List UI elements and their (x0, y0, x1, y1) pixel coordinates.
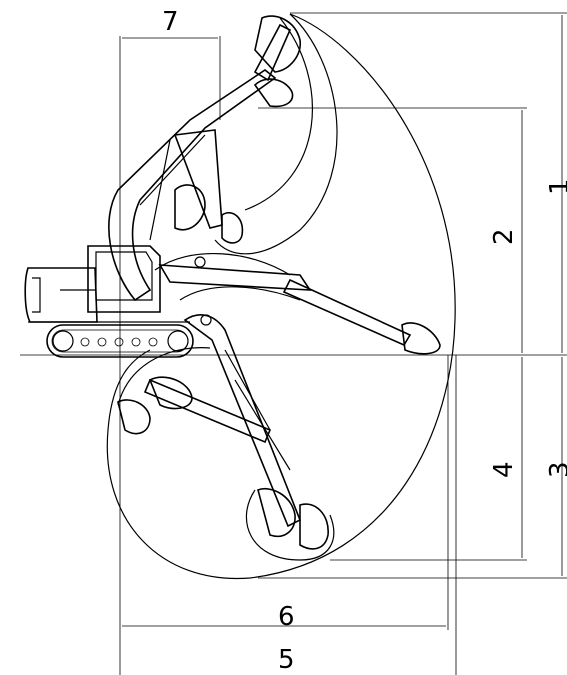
sprocket-wheel (167, 330, 189, 352)
bucket-lowered (257, 488, 296, 537)
track-rollers (80, 337, 158, 347)
boom-swing-arc-2 (179, 286, 301, 301)
cab-window (95, 251, 153, 301)
dim5-label: 5 (278, 645, 295, 675)
bucket-raised (254, 15, 301, 73)
arm-underground (143, 378, 272, 444)
working-range-envelope (106, 13, 456, 580)
dim6-label: 6 (278, 602, 295, 632)
dim7-label: 7 (162, 7, 179, 37)
boom-lowered-detail (224, 349, 291, 471)
boom-raised (108, 69, 277, 302)
lower-inner-envelope (117, 347, 211, 406)
dim4-label: 4 (489, 461, 519, 478)
excavator-base (24, 245, 194, 358)
arm-folded (173, 129, 223, 229)
reference-lines (20, 12, 567, 675)
bucket-horizontal (401, 322, 441, 355)
idler-wheel (52, 330, 74, 352)
arm-raised (253, 23, 292, 82)
bucket-underground (148, 376, 193, 410)
counterweight-detail (32, 277, 41, 313)
counterweight (24, 267, 98, 323)
bucket-underground-2 (117, 399, 151, 435)
cab (87, 245, 161, 313)
crawler-track (46, 324, 194, 358)
lower-inner-envelope-2 (245, 489, 335, 561)
dimension-labels: 7 6 5 2 4 1 3 (162, 7, 567, 675)
bucket-raised-2 (253, 78, 294, 108)
outer-reach-envelope (106, 13, 456, 580)
dimension-arrows (122, 15, 563, 627)
boom-raised-detail (139, 134, 206, 241)
bucket-lowered-2 (299, 503, 329, 550)
dim3-label: 3 (545, 461, 567, 478)
upper-inner-envelope-2 (244, 17, 313, 211)
bucket-folded-2 (221, 211, 244, 244)
dim1-label: 1 (545, 178, 567, 195)
boom-foot-pin (200, 314, 212, 326)
bucket-folded (174, 184, 206, 231)
upper-inner-envelope (214, 13, 338, 255)
dim2-label: 2 (489, 228, 519, 245)
boom-lowered (183, 314, 302, 528)
boom-swing-arc (154, 252, 291, 276)
boom-positions (108, 15, 441, 550)
pin-joint (194, 256, 206, 268)
